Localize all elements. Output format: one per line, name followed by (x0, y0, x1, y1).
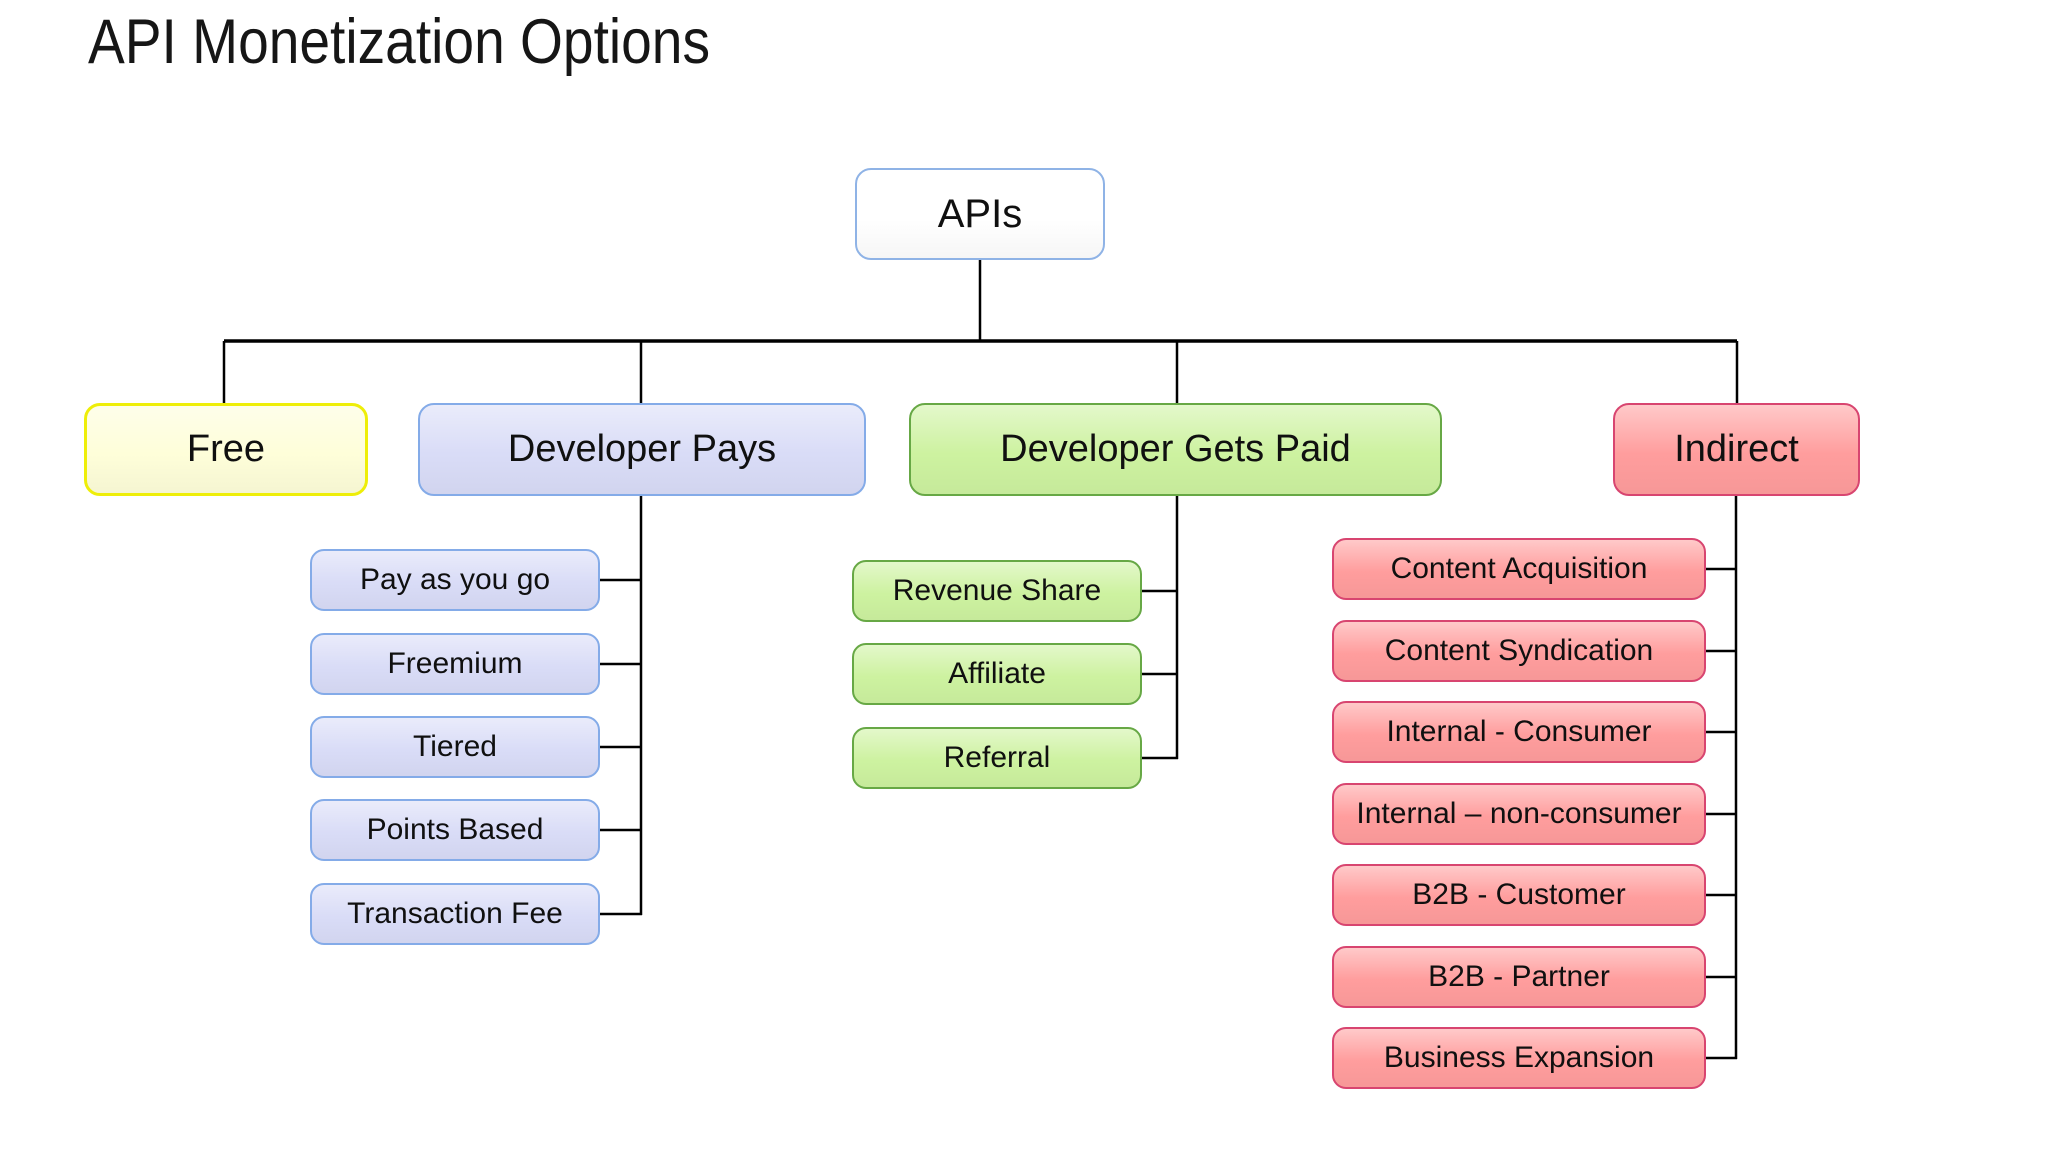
node-internal-consumer: Internal - Consumer (1332, 701, 1706, 763)
node-points-based: Points Based (310, 799, 600, 861)
node-content-acquisition: Content Acquisition (1332, 538, 1706, 600)
node-freemium: Freemium (310, 633, 600, 695)
node-developer-gets-paid: Developer Gets Paid (909, 403, 1442, 496)
node-internal-non-consumer: Internal – non-consumer (1332, 783, 1706, 845)
page-title: API Monetization Options (88, 7, 711, 77)
node-developer-pays: Developer Pays (418, 403, 866, 496)
node-content-syndication: Content Syndication (1332, 620, 1706, 682)
node-tiered: Tiered (310, 716, 600, 778)
node-affiliate: Affiliate (852, 643, 1142, 705)
node-b2b-customer: B2B - Customer (1332, 864, 1706, 926)
node-apis: APIs (855, 168, 1105, 260)
node-business-expansion: Business Expansion (1332, 1027, 1706, 1089)
node-pay-as-you-go: Pay as you go (310, 549, 600, 611)
node-indirect: Indirect (1613, 403, 1860, 496)
node-b2b-partner: B2B - Partner (1332, 946, 1706, 1008)
node-referral: Referral (852, 727, 1142, 789)
node-transaction-fee: Transaction Fee (310, 883, 600, 945)
node-revenue-share: Revenue Share (852, 560, 1142, 622)
node-free: Free (84, 403, 368, 496)
